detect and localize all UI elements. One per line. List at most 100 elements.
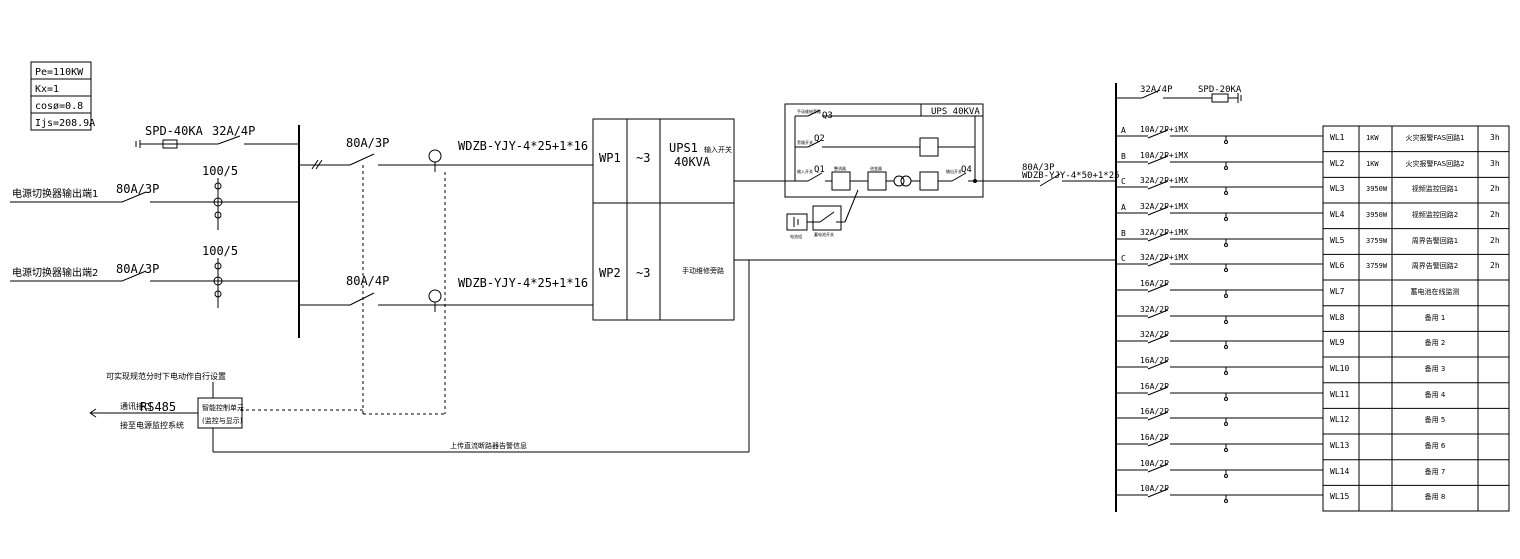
circuit-breaker: 16A/2P [1140, 356, 1169, 365]
circuit-phase: A [1121, 126, 1126, 135]
circuit-breaker: 16A/2P [1140, 433, 1169, 442]
circuit-name: 视频监控回路2 [1412, 210, 1458, 219]
circuit-row: 32A/2P [1116, 330, 1323, 349]
bypass-label: 手动维修旁路 [682, 266, 724, 275]
cable-1: WDZB-YJY-4*25+1*16 [458, 139, 588, 153]
circuit-breaker: 32A/2P+iMX [1140, 202, 1188, 211]
comm-rs485: RS485 [140, 400, 176, 414]
circuit-phase: C [1121, 254, 1126, 263]
circuit-id: WL7 [1330, 287, 1345, 296]
ct-icon [213, 258, 223, 308]
circuit-name: 备用 2 [1425, 338, 1446, 347]
circuit-time: 2h [1490, 210, 1500, 219]
input-2-ct: 100/5 [202, 244, 238, 258]
battery-small: 电池组 [790, 233, 802, 239]
circuit-breaker: 10A/2P [1140, 484, 1169, 493]
output-breaker: 80A/3P [1022, 163, 1055, 173]
load-pe: Pe=110KW [35, 67, 84, 78]
circuit-name: 备用 8 [1425, 492, 1446, 501]
circuit-name: 蓄电池在线监测 [1411, 287, 1460, 296]
ups-sub: 输入开关 [704, 145, 732, 154]
comm-prefix: 通讯接口 [120, 401, 152, 411]
control-unit-line1: 智能控制单元 [202, 403, 244, 412]
input-1-breaker: 80A/3P [116, 182, 159, 196]
q4-label: Q4 [961, 165, 972, 175]
main-breaker-2: 80A/4P [346, 274, 389, 288]
load-ijs: Ijs=208.9A [35, 118, 95, 129]
battery-group: 电池组 蓄电池开关 [786, 189, 859, 239]
circuit-power: 3950W [1366, 211, 1388, 219]
circuit-time: 2h [1490, 236, 1500, 245]
circuit-name: 火灾报警FAS回路2 [1405, 159, 1464, 168]
q3-label: Q3 [822, 111, 833, 121]
circuit-phase: A [1121, 203, 1126, 212]
out-spd-breaker: 32A/4P [1140, 85, 1173, 95]
main-feeder-2: 80A/4P WDZB-YJY-4*25+1*16 [299, 274, 593, 312]
circuit-breaker: 32A/2P [1140, 330, 1169, 339]
spd-label: SPD-40KA [145, 124, 204, 138]
circuit-breaker: 10A/2P [1140, 459, 1169, 468]
circuit-power: 1KW [1366, 134, 1379, 142]
circuit-breaker: 16A/2P [1140, 407, 1169, 416]
circuit-id: WL1 [1330, 133, 1345, 142]
circuit-name: 备用 5 [1425, 415, 1446, 424]
circuit-row: 10A/2P [1116, 459, 1323, 478]
circuit-name: 周界告警回路2 [1412, 261, 1458, 270]
circuit-name: 备用 7 [1425, 467, 1446, 476]
circuit-row: 16A/2P [1116, 407, 1323, 426]
input-feeder-2: 电源切换器输出端2 80A/3P 100/5 [10, 244, 299, 308]
control-note: 可实现规范分时下电动作自行设置 [106, 371, 226, 381]
circuit-id: WL9 [1330, 338, 1345, 347]
circuit-id: WL14 [1330, 467, 1349, 476]
signal-label: 上传直流断路器告警信息 [450, 441, 527, 450]
out-spd-label: SPD-20KA [1198, 85, 1242, 95]
wave-2: ~3 [636, 266, 650, 280]
circuit-phase: B [1121, 229, 1126, 238]
q3-small: 手动维修旁路 [797, 108, 821, 114]
circuit-time: 2h [1490, 184, 1500, 193]
control-unit-line2: (监控与显示) [202, 416, 243, 425]
ups-detail: UPS 40KVA Q3 Q2 Q1 Q4 手动维修旁路 旁路开关 输入开关 输 [784, 103, 984, 198]
circuit-row: C 32A/2P+iMX [1116, 176, 1323, 195]
circuit-breaker: 32A/2P+iMX [1140, 253, 1188, 262]
circuit-power: 1KW [1366, 160, 1379, 168]
circuit-name: 备用 6 [1425, 441, 1446, 450]
circuit-id: WL2 [1330, 159, 1345, 168]
circuit-time: 2h [1490, 261, 1500, 270]
comm-sub: 接至电源监控系统 [120, 420, 184, 430]
circuit-id: WL11 [1330, 390, 1349, 399]
circuit-power: 3759W [1366, 237, 1388, 245]
circuit-name: 备用 3 [1425, 364, 1446, 373]
circuit-breaker: 10A/2P+iMX [1140, 151, 1188, 160]
q1-label: Q1 [814, 165, 825, 175]
battery-switch-small: 蓄电池开关 [814, 231, 834, 237]
circuit-breaker: 32A/2P [1140, 305, 1169, 314]
load-cos: cosø=0.8 [35, 101, 83, 112]
wp1-label: WP1 [599, 151, 621, 165]
circuit-id: WL10 [1330, 364, 1349, 373]
main-breaker-1: 80A/3P [346, 136, 389, 150]
circuit-id: WL8 [1330, 313, 1345, 322]
ups-detail-title: UPS 40KVA [931, 107, 980, 117]
main-feeder-1: 80A/3P WDZB-YJY-4*25+1*16 [299, 136, 593, 172]
circuit-row: C 32A/2P+iMX [1116, 253, 1323, 272]
circuit-breaker: 32A/2P+iMX [1140, 176, 1188, 185]
q4-small: 输出开关 [946, 168, 962, 174]
ups-name: UPS1 [669, 141, 698, 155]
cable-2: WDZB-YJY-4*25+1*16 [458, 276, 588, 290]
circuit-id: WL12 [1330, 415, 1349, 424]
circuit-row: 16A/2P [1116, 279, 1323, 298]
wp2-label: WP2 [599, 266, 621, 280]
circuit-phase: C [1121, 177, 1126, 186]
circuit-row: 16A/2P [1116, 382, 1323, 401]
input-feeder-1: 电源切换器输出端1 80A/3P 100/5 [10, 164, 299, 230]
circuit-row: 32A/2P [1116, 305, 1323, 324]
spd-branch: SPD-40KA 32A/4P [135, 124, 299, 149]
load-kx: Kx=1 [35, 84, 59, 95]
ups-cabinet: WP1 WP2 ~3 ~3 UPS1 输入开关 40KVA 手动维修旁路 [592, 118, 735, 321]
circuit-power: 3950W [1366, 185, 1388, 193]
load-summary-box: Pe=110KW Kx=1 cosø=0.8 Ijs=208.9A [30, 61, 95, 131]
output-spd: 32A/4P SPD-20KA [1116, 85, 1242, 103]
output-cable: WDZB-YJY-4*50+1*25 [1022, 171, 1120, 181]
